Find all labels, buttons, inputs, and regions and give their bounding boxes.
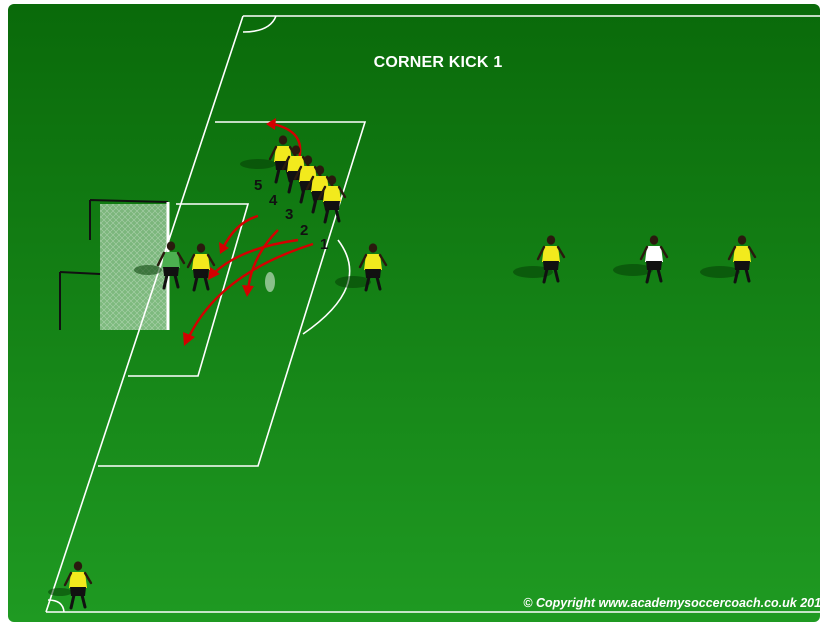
number-4: 4: [269, 192, 278, 209]
number-2: 2: [300, 222, 308, 239]
copyright-notice: © Copyright www.academysoccercoach.co.uk…: [448, 596, 820, 610]
pitch-svg: 1 2 3 4 5: [8, 4, 820, 622]
number-1: 1: [320, 236, 328, 253]
penalty-spot: [265, 272, 275, 292]
number-5: 5: [254, 177, 262, 194]
pitch-diagram: 1 2 3 4 5 CORNER KICK 1 © Copyright www.…: [8, 4, 820, 622]
number-3: 3: [285, 206, 293, 223]
diagram-title: CORNER KICK 1: [348, 54, 528, 72]
